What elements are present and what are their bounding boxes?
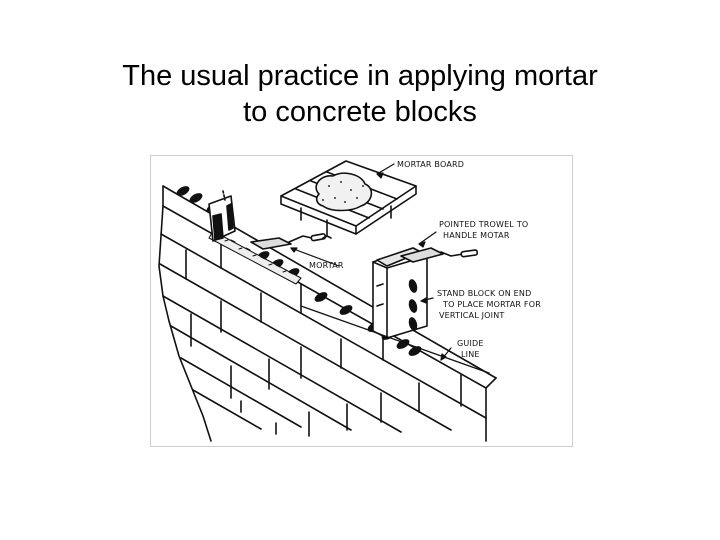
guide-line bbox=[300, 305, 490, 374]
label-mortar: MORTAR bbox=[309, 261, 344, 270]
pointed-trowel-icon bbox=[400, 247, 479, 263]
label-stand-block-3: VERTICAL JOINT bbox=[439, 311, 505, 320]
slide-title: The usual practice in applying mortar to… bbox=[0, 58, 720, 130]
standing-block-icon bbox=[372, 247, 428, 339]
leader-lines bbox=[290, 163, 452, 361]
label-pointed-trowel-1: POINTED TROWEL TO bbox=[439, 220, 528, 229]
label-mortar-board: MORTAR BOARD bbox=[397, 160, 464, 169]
label-stand-block-1: STAND BLOCK ON END bbox=[437, 289, 531, 298]
label-guide-1: GUIDE bbox=[457, 339, 484, 348]
label-guide-2: LINE bbox=[461, 350, 480, 359]
mortar-board-icon bbox=[280, 160, 417, 239]
title-line-1: The usual practice in applying mortar bbox=[122, 60, 598, 92]
mortar-application-illustration: MORTAR BOARD POINTED TROWEL TO HANDLE MO… bbox=[150, 155, 573, 447]
trowel-on-wall-icon bbox=[250, 233, 327, 250]
end-block-left bbox=[208, 190, 236, 242]
title-line-2: to concrete blocks bbox=[243, 96, 477, 128]
label-stand-block-2: TO PLACE MORTAR FOR bbox=[442, 300, 541, 309]
illustration-svg: MORTAR BOARD POINTED TROWEL TO HANDLE MO… bbox=[158, 160, 541, 442]
label-pointed-trowel-2: HANDLE MOTAR bbox=[443, 231, 510, 240]
